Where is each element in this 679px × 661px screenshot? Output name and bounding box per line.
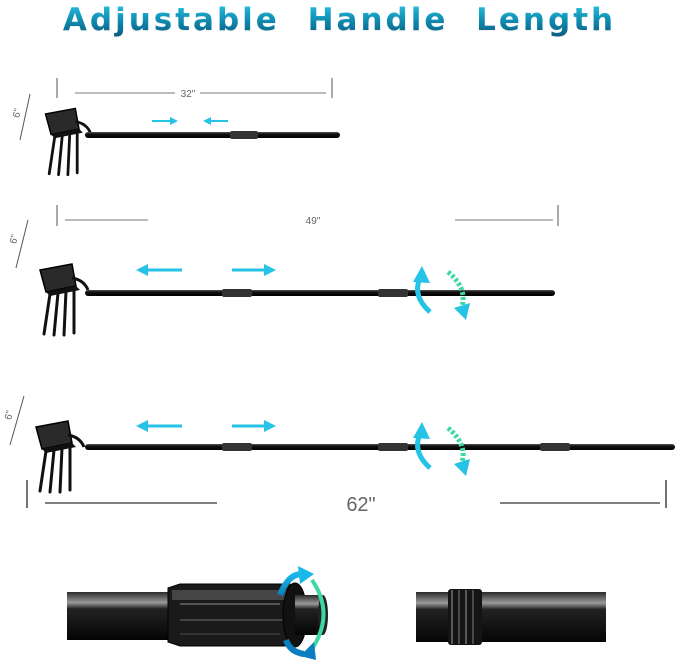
length-label: 49" — [306, 216, 321, 227]
tool-32-inch: 32" 6" — [11, 78, 340, 177]
head-width-label: 6" — [3, 409, 16, 421]
page-title: Adjustable Handle Length — [0, 2, 679, 38]
head-width-label: 6" — [8, 233, 21, 245]
length-label: 62" — [346, 494, 375, 516]
length-label: 32" — [181, 89, 196, 100]
lock-detail-twist — [67, 566, 328, 660]
tool-49-inch: 49" 6" — [8, 205, 559, 337]
tool-62-inch: 62" 6" — [3, 395, 675, 516]
lock-detail-locked — [416, 589, 606, 645]
head-width-label: 6" — [11, 107, 24, 119]
